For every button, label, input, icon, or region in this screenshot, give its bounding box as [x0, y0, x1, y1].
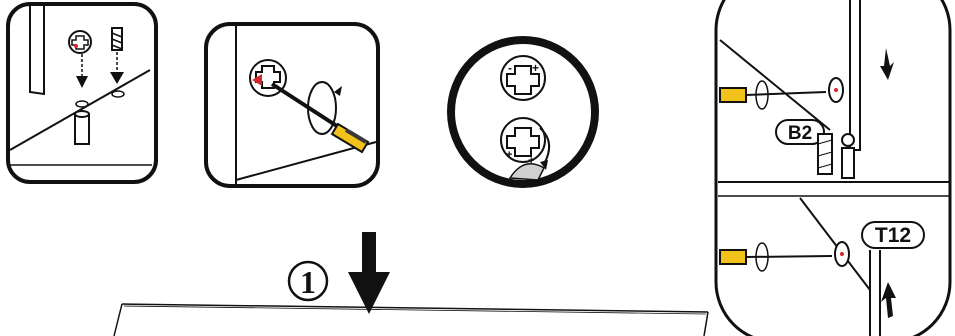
arrow-up-icon — [881, 282, 896, 318]
wood-dowel-icon — [817, 133, 833, 175]
part-label-t12: T12 — [861, 221, 925, 249]
panel-cam-orientation: - + + + — [447, 36, 599, 188]
cam-lock-icon — [834, 241, 850, 267]
cam-locked-icon: + + — [500, 117, 551, 181]
panel-connector-assembly: B2 T12 — [714, 0, 952, 336]
screwdriver-icon — [270, 82, 370, 154]
screwdriver-icon — [719, 80, 827, 110]
panel-frame — [204, 22, 380, 188]
down-arrow-icon — [348, 232, 390, 314]
wood-dowel-icon — [74, 54, 90, 145]
svg-text:+: + — [528, 155, 534, 167]
step-indicator: 1 — [287, 260, 329, 302]
svg-text:+: + — [506, 149, 512, 161]
cam-open-icon: - + — [500, 55, 546, 101]
arrow-down-icon — [880, 48, 894, 80]
step-number: 1 — [300, 264, 316, 300]
part-label-b2: B2 — [775, 119, 825, 145]
panel-frame — [447, 36, 599, 188]
cam-bolt-icon — [110, 27, 125, 98]
panel-dowel-insertion — [6, 2, 158, 184]
rotate-clockwise-icon — [307, 81, 342, 135]
part-t12-text: T12 — [875, 224, 911, 247]
cam-lock-icon — [68, 30, 92, 54]
svg-text:-: - — [508, 61, 512, 75]
svg-text:+: + — [532, 61, 539, 75]
panel-tighten-cam — [204, 22, 380, 188]
cam-bolt-icon — [841, 133, 855, 179]
screwdriver-icon — [719, 242, 833, 272]
part-b2-text: B2 — [788, 123, 812, 144]
cam-lock-icon — [828, 77, 844, 103]
panel-board — [113, 303, 709, 336]
